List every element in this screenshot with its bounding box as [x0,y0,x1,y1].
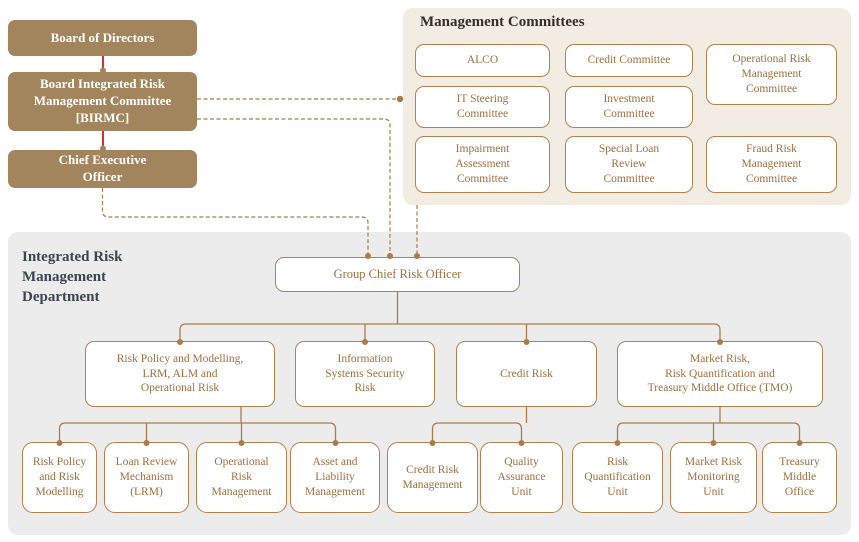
committee-impairment-assessment: Impairment Assessment Committee [415,136,550,193]
division-information-systems-security-risk: Information Systems Security Risk [295,341,435,407]
unit-treasury-middle-office: Treasury Middle Office [762,442,837,513]
division-credit-risk: Credit Risk [456,341,597,407]
unit-risk-quantification-unit: Risk Quantification Unit [572,442,663,513]
unit-credit-risk-management: Credit Risk Management [387,442,478,513]
division-risk-policy-modelling: Risk Policy and Modelling, LRM, ALM and … [85,341,275,407]
department-title: Integrated Risk Management Department [22,249,123,305]
unit-asset-and-liability-management: Asset and Liability Management [290,442,380,513]
committee-it-steering: IT Steering Committee [415,86,550,128]
node-birmc: Board Integrated Risk Management Committ… [8,72,197,131]
node-chief-executive-officer: Chief Executive Officer [8,150,197,188]
committee-operational-risk-management: Operational Risk Management Committee [706,44,837,105]
committee-investment: Investment Committee [565,86,693,128]
committee-fraud-risk-management: Fraud Risk Management Committee [706,136,837,193]
unit-market-risk-monitoring-unit: Market Risk Monitoring Unit [670,442,757,513]
committee-alco: ALCO [415,44,550,77]
node-group-chief-risk-officer: Group Chief Risk Officer [275,257,520,292]
committee-special-loan-review: Special Loan Review Committee [565,136,693,193]
unit-risk-policy-and-risk-modelling: Risk Policy and Risk Modelling [22,442,97,513]
unit-loan-review-mechanism: Loan Review Mechanism (LRM) [104,442,189,513]
unit-operational-risk-management: Operational Risk Management [196,442,287,513]
node-board-of-directors: Board of Directors [8,20,197,56]
division-market-risk-tmo: Market Risk, Risk Quantification and Tre… [617,341,823,407]
unit-quality-assurance-unit: Quality Assurance Unit [480,442,563,513]
committee-credit-committee: Credit Committee [565,44,693,77]
management-committees-title: Management Committees [420,14,585,30]
